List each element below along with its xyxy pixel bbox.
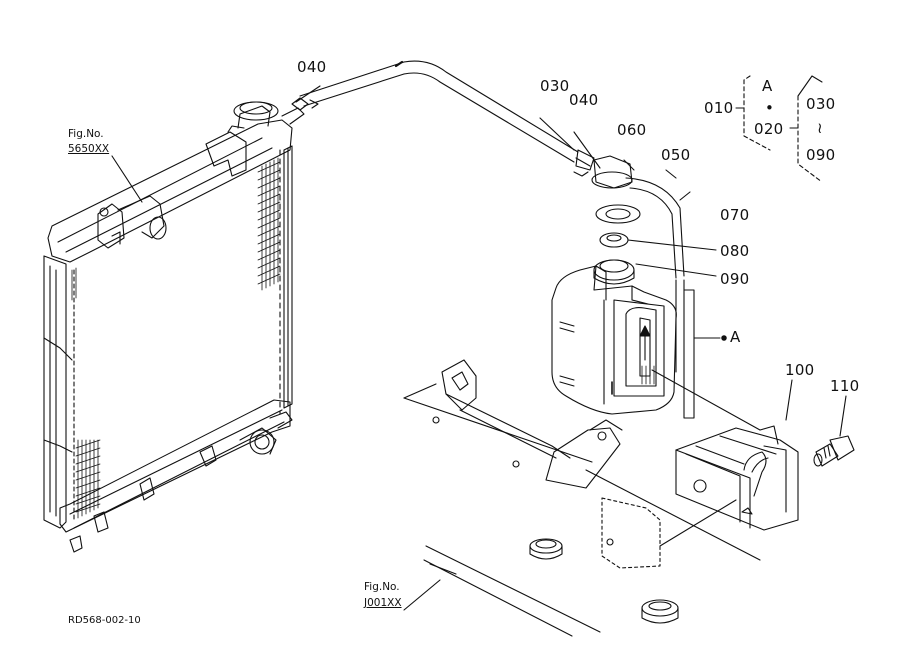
- callout-100: 100: [785, 361, 815, 379]
- callout-060: 060: [617, 121, 647, 139]
- tank-mount-line: [651, 369, 761, 431]
- frame-fig-number: J001XX: [364, 597, 402, 609]
- leader-a-dot: [721, 335, 727, 341]
- radiator-fig-label: Fig.No.: [68, 128, 104, 140]
- mount-leader: [659, 499, 737, 547]
- callout-050: 050: [661, 146, 691, 164]
- key-range-end: 090: [806, 146, 836, 164]
- reserve-tank-assembly: [551, 155, 677, 415]
- key-item-010: 010: [704, 99, 734, 117]
- radiator-drawing: [43, 101, 305, 553]
- callout-090: 090: [720, 270, 750, 288]
- tank-bracket: [675, 425, 799, 531]
- key-range-sep: ≀: [817, 119, 823, 137]
- frame-ref-leader: [403, 579, 441, 611]
- leader-090: [635, 263, 717, 277]
- key-range-start: 030: [806, 95, 836, 113]
- assembly-key-brackets: [735, 75, 823, 183]
- radiator-ref-leader: [111, 155, 143, 203]
- frame-fig-label: Fig.No.: [364, 581, 400, 593]
- key-dot: •: [765, 99, 775, 117]
- callout-070: 070: [720, 206, 750, 224]
- frame-drawing: [403, 359, 761, 637]
- callout-110: 110: [830, 377, 860, 395]
- callout-040-top: 040: [297, 58, 327, 76]
- leader-110: [839, 395, 847, 437]
- tank-hose: [625, 177, 695, 419]
- key-letter-a: A: [762, 77, 773, 95]
- callout-080: 080: [720, 242, 750, 260]
- leader-100: [785, 379, 793, 421]
- radiator-fig-number: 5650XX: [68, 143, 110, 155]
- bolt: [813, 435, 855, 467]
- drawing-id: RD568-002-10: [68, 615, 141, 626]
- overflow-hose: [291, 60, 601, 177]
- leader-050: [665, 169, 677, 179]
- callout-ref-a: A: [730, 328, 741, 346]
- callout-040-mid: 040: [569, 91, 599, 109]
- callout-030: 030: [540, 77, 570, 95]
- leader-080: [627, 239, 717, 251]
- key-item-020: 020: [754, 120, 784, 138]
